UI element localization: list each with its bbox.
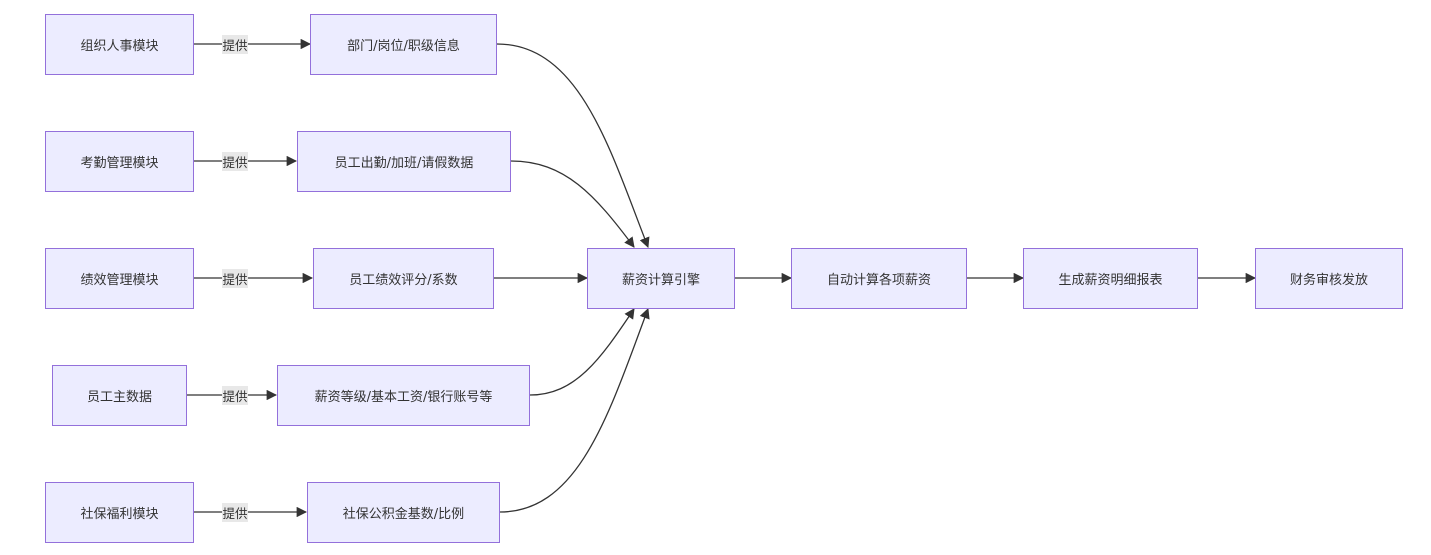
node-salary-engine[interactable]: 薪资计算引擎 bbox=[587, 248, 735, 309]
edge-label-provide: 提供 bbox=[222, 386, 248, 405]
node-auto-calc[interactable]: 自动计算各项薪资 bbox=[791, 248, 967, 309]
edge-salary-grade-to-engine bbox=[529, 308, 635, 396]
node-employee-master[interactable]: 员工主数据 bbox=[52, 365, 187, 426]
node-social-module[interactable]: 社保福利模块 bbox=[45, 482, 194, 543]
edge-label-provide: 提供 bbox=[222, 503, 248, 522]
edge-label-provide: 提供 bbox=[222, 269, 248, 288]
node-report[interactable]: 生成薪资明细报表 bbox=[1023, 248, 1198, 309]
node-attendance-data[interactable]: 员工出勤/加班/请假数据 bbox=[297, 131, 511, 192]
node-finance[interactable]: 财务审核发放 bbox=[1255, 248, 1403, 309]
node-attendance-module[interactable]: 考勤管理模块 bbox=[45, 131, 194, 192]
node-performance-module[interactable]: 绩效管理模块 bbox=[45, 248, 194, 309]
node-salary-grade[interactable]: 薪资等级/基本工资/银行账号等 bbox=[277, 365, 530, 426]
edge-attendance-data-to-engine bbox=[510, 160, 635, 248]
edge-dept-info-to-engine bbox=[496, 43, 650, 248]
node-social-base[interactable]: 社保公积金基数/比例 bbox=[307, 482, 500, 543]
node-dept-info[interactable]: 部门/岗位/职级信息 bbox=[310, 14, 497, 75]
node-perf-score[interactable]: 员工绩效评分/系数 bbox=[313, 248, 494, 309]
node-org-module[interactable]: 组织人事模块 bbox=[45, 14, 194, 75]
edge-label-provide: 提供 bbox=[222, 152, 248, 171]
edge-social-base-to-engine bbox=[499, 308, 650, 513]
edge-label-provide: 提供 bbox=[222, 35, 248, 54]
